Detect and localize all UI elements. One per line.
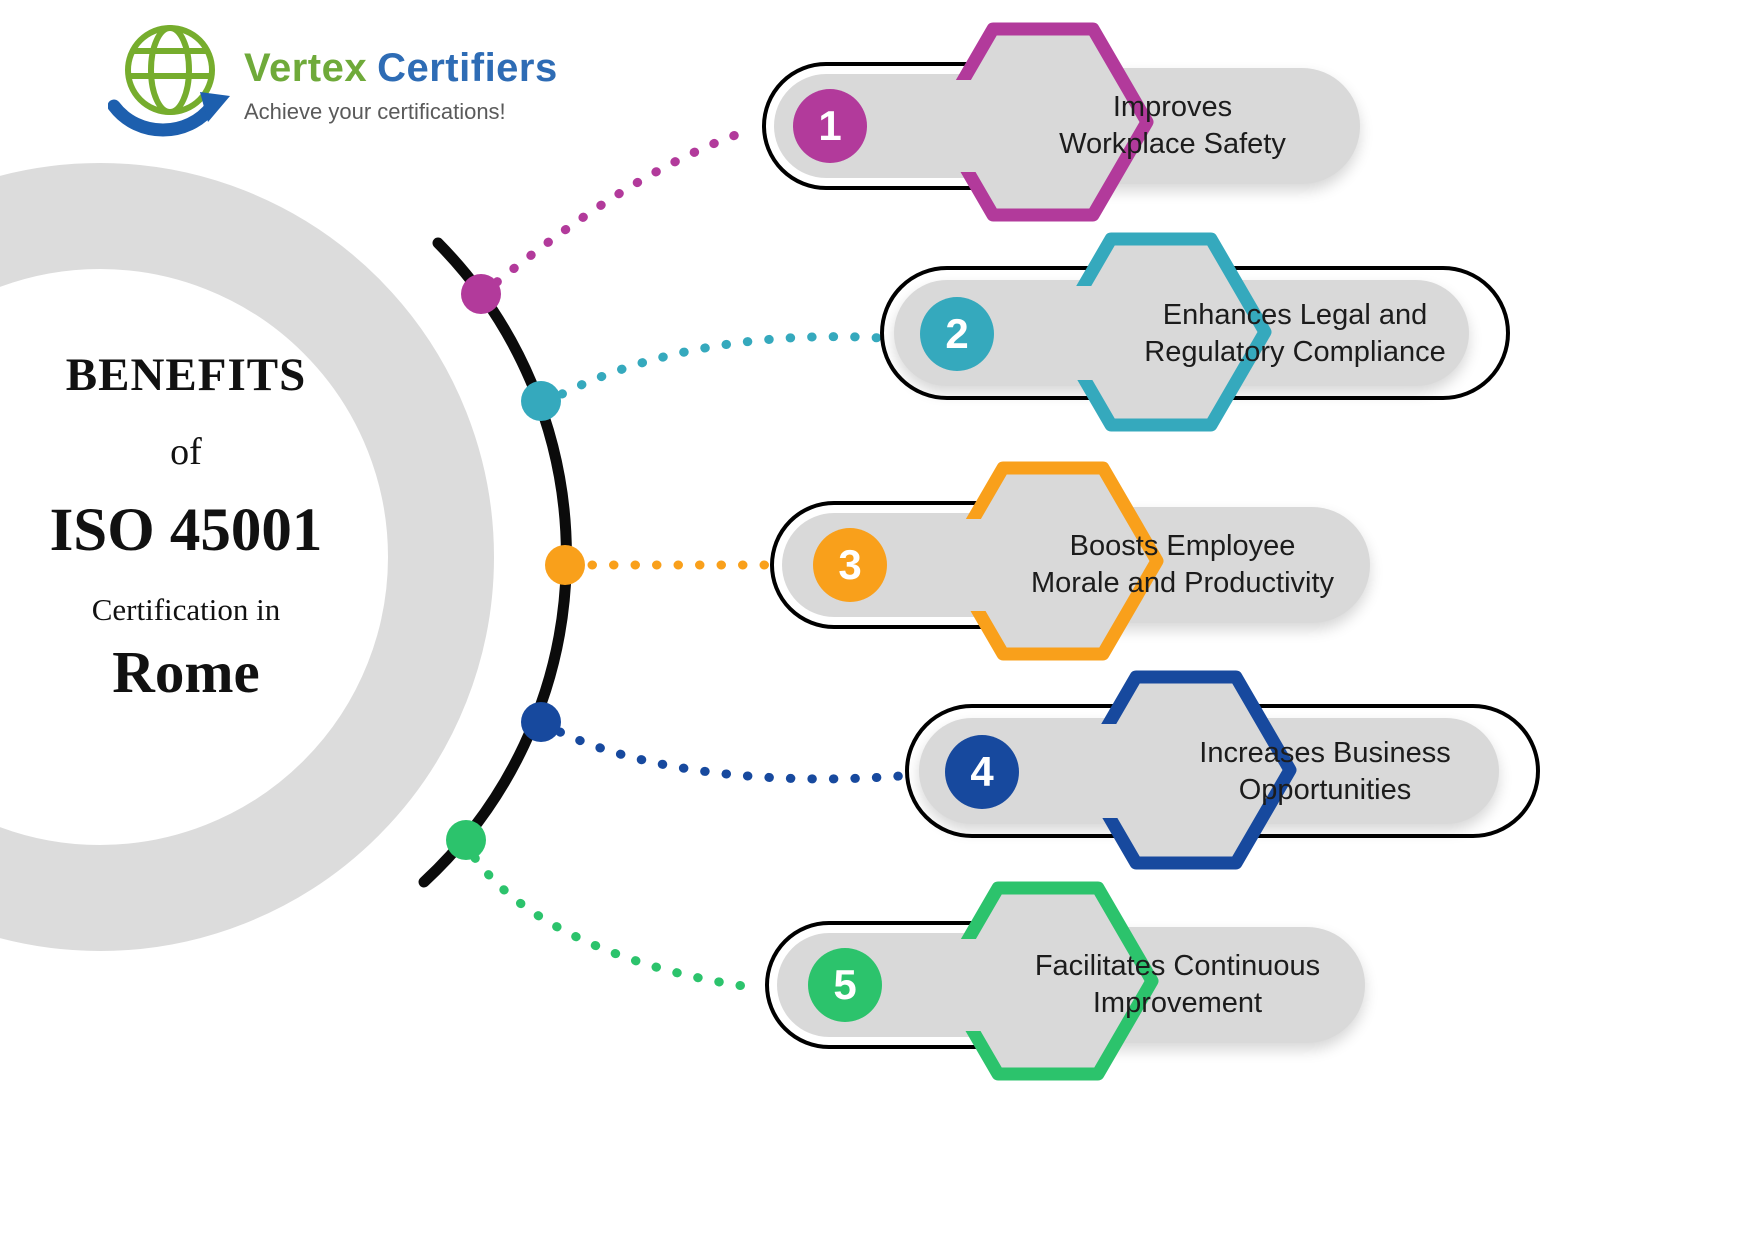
benefit-number-badge: 4 xyxy=(945,735,1019,809)
brand-name-secondary: Certifiers xyxy=(377,46,558,90)
dotted-connector-2 xyxy=(557,332,885,399)
title-block: BENEFITS of ISO 45001 Certification in R… xyxy=(0,348,372,707)
dotted-connector-1 xyxy=(492,125,755,287)
arc-node-4 xyxy=(521,702,561,742)
hexagon-gap-patch xyxy=(930,939,1012,1031)
benefit-number-badge: 5 xyxy=(808,948,882,1022)
hexagon-gap-patch xyxy=(1043,286,1125,380)
brand-name-primary: Vertex xyxy=(244,46,368,90)
title-of: of xyxy=(170,431,202,473)
benefit-number-badge: 2 xyxy=(920,297,994,371)
hexagon-gap-patch xyxy=(1068,724,1150,818)
brand-tagline: Achieve your certifications! xyxy=(244,99,506,124)
dotted-connector-4 xyxy=(555,727,905,784)
benefit-number-badge: 3 xyxy=(813,528,887,602)
arc-node-1 xyxy=(461,274,501,314)
benefit-label: Boosts Employee Morale and Productivity xyxy=(1030,530,1335,599)
hexagon-gap-patch xyxy=(935,519,1017,611)
hexagon-gap-patch xyxy=(925,80,1007,172)
title-iso-45001: ISO 45001 xyxy=(49,497,323,564)
arc-node-3 xyxy=(545,545,585,585)
title-rome: Rome xyxy=(112,639,260,705)
globe-icon xyxy=(108,25,230,137)
timeline-arc xyxy=(418,237,572,888)
title-benefits: BENEFITS xyxy=(65,349,307,401)
benefit-label: Improves Workplace Safety xyxy=(1059,91,1286,160)
arc-node-2 xyxy=(521,381,561,421)
benefit-label: Facilitates Continuous Improvement xyxy=(1034,950,1321,1019)
title-certification-in: Certification in xyxy=(91,592,281,627)
benefit-label: Enhances Legal and Regulatory Compliance xyxy=(1144,299,1446,368)
arrow-swoosh-icon xyxy=(108,92,230,137)
arc-node-5 xyxy=(446,820,486,860)
benefit-label: Increases Business Opportunities xyxy=(1199,737,1451,806)
dotted-connector-5 xyxy=(470,853,763,993)
benefit-number-badge: 1 xyxy=(793,89,867,163)
